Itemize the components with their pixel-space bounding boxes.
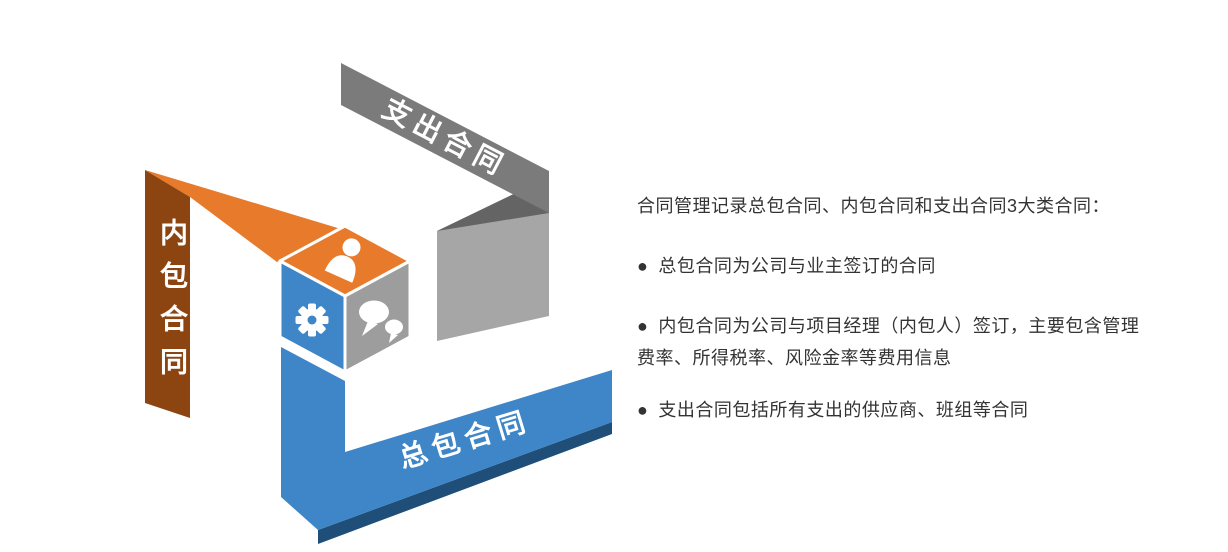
bullet-text: 支出合同包括所有支出的供应商、班组等合同 [658,400,1029,420]
bullet-item-general: ● 总包合同为公司与业主签订的合同 [637,250,1153,282]
internal-ribbon-side-face [145,170,190,418]
gear-hole [307,315,317,325]
description-panel: 合同管理记录总包合同、内包合同和支出合同3大类合同： ● 总包合同为公司与业主签订… [637,190,1153,426]
bullet-item-expenditure: ● 支出合同包括所有支出的供应商、班组等合同 [637,394,1153,426]
bullet-item-internal: ●内包合同为公司与项目经理（内包人）签订，主要包含管理费率、所得税率、风险金率等… [637,310,1153,374]
bullet-text: 总包合同为公司与业主签订的合同 [658,256,936,276]
bullet-text: 内包合同为公司与项目经理（内包人）签订，主要包含管理费率、所得税率、风险金率等费… [637,316,1140,368]
chat-icon [359,300,403,343]
internal-contract-label: 内包合同 [157,218,188,390]
bullet-marker: ● [637,316,649,336]
bullet-marker: ● [637,400,649,420]
description-title: 合同管理记录总包合同、内包合同和支出合同3大类合同： [637,196,1111,216]
person-icon [324,238,361,283]
general-ribbon-side-face [318,422,612,544]
general-ribbon-top-face [281,347,612,530]
expenditure-ribbon-top-face [341,63,549,213]
internal-ribbon-top-face [145,170,341,262]
gear-icon [295,303,329,337]
contracts-diagram [145,63,612,544]
bullet-marker: ● [637,256,649,276]
